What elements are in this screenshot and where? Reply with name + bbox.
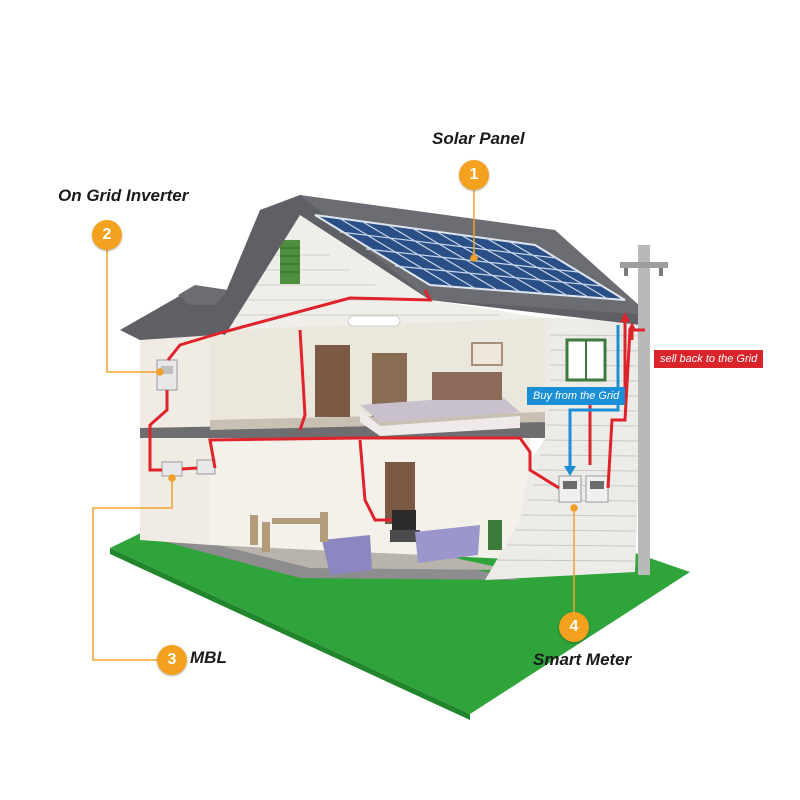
smart-meter-label: Smart Meter [533, 650, 632, 669]
power-pole [638, 245, 650, 575]
bedroom-door [315, 345, 350, 417]
mbl-label: MBL [190, 648, 227, 667]
right-wall-siding [485, 318, 645, 580]
dining-set [250, 512, 328, 552]
interior-wall-lower [210, 430, 530, 560]
bed [360, 395, 520, 422]
on-grid-inverter-label: On Grid Inverter [58, 186, 189, 205]
callout-badge-1: 1 [459, 160, 489, 190]
outlet-icon [196, 459, 216, 475]
tv [392, 510, 416, 530]
floor-slab-top [210, 412, 545, 430]
sofa [322, 535, 372, 575]
callout-leaders [92, 190, 578, 661]
sell-arrow-head [620, 312, 630, 322]
ceiling-light [347, 315, 401, 327]
callout-badge-2: 2 [92, 220, 122, 250]
bedroom-picture [471, 342, 503, 366]
callout-badge-4: 4 [559, 612, 589, 642]
breaker-icon [161, 461, 183, 477]
solar-panel-grid [338, 217, 609, 300]
sell-to-grid-tag: sell back to the Grid [654, 350, 764, 368]
buy-from-grid-tag: Buy from the Grid [527, 387, 626, 405]
power-wires [148, 289, 645, 522]
buy-arrow-head [564, 466, 576, 476]
lawn-edge [110, 548, 470, 720]
callout-badge-3: 3 [157, 645, 187, 675]
plant [488, 520, 502, 550]
solar-panel-label: Solar Panel [432, 129, 525, 148]
gable-window [280, 240, 300, 284]
dormer-roof [178, 285, 228, 305]
